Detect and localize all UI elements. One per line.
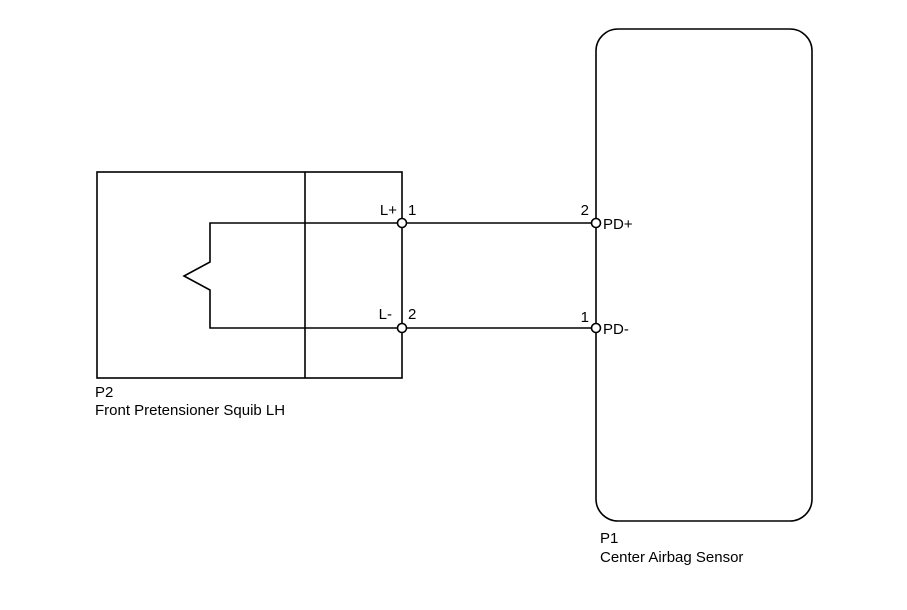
sensor-component-code: P1 [600,530,618,547]
sensor-terminal-1-pin [590,322,602,334]
squib-terminal-2-signal: L- [379,306,392,323]
squib-connector-box [96,171,403,379]
squib-component-code: P2 [95,384,113,401]
sensor-terminal-2-signal: PD+ [603,216,633,233]
sensor-terminal-2-number: 2 [581,202,589,219]
squib-terminal-1-signal: L+ [380,202,397,219]
sensor-terminal-1-number: 1 [581,309,589,326]
sensor-terminal-1-signal: PD- [603,321,629,338]
squib-terminal-1-number: 1 [408,202,416,219]
squib-terminal-2-pin [396,322,408,334]
squib-terminal-1-pin [396,217,408,229]
squib-component-name: Front Pretensioner Squib LH [95,402,285,419]
sensor-box [595,28,813,522]
squib-terminal-2-number: 2 [408,306,416,323]
squib-element-symbol [182,222,402,329]
sensor-terminal-2-pin [590,217,602,229]
sensor-component-name: Center Airbag Sensor [600,549,743,566]
